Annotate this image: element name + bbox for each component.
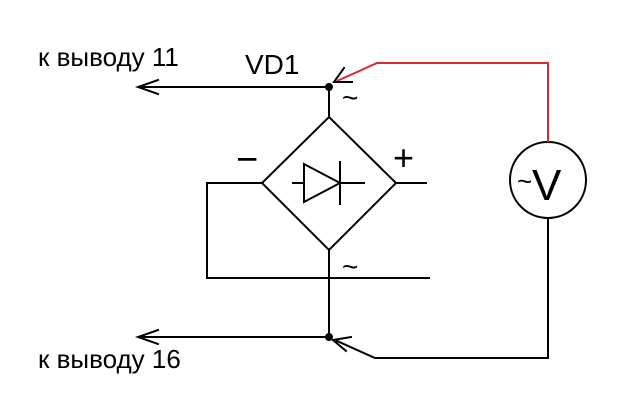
probe-lead-top — [336, 62, 549, 142]
ac-top-label: ~ — [342, 82, 358, 113]
diode-bridge-icon — [260, 115, 398, 252]
voltmeter-letter: V — [532, 161, 562, 210]
probe-arrow-top — [332, 66, 353, 83]
arrow-bottom-terminal — [134, 328, 160, 346]
arrow-top-terminal — [134, 78, 160, 96]
wire-minus-loop — [206, 182, 430, 279]
probe-lead-bottom — [335, 217, 549, 359]
diode-icon — [292, 161, 365, 205]
terminal-top-label: к выводу 11 — [38, 42, 179, 72]
plus-label: + — [393, 137, 414, 178]
component-label: VD1 — [245, 49, 299, 80]
minus-label: − — [236, 139, 258, 181]
junction-bottom — [325, 333, 333, 341]
probe-arrow-bottom — [330, 335, 353, 353]
voltmeter-tilde: ~ — [517, 166, 532, 196]
terminal-bottom-label: к выводу 16 — [38, 344, 181, 374]
junction-top — [325, 83, 333, 91]
ac-bottom-label: ~ — [342, 251, 358, 282]
